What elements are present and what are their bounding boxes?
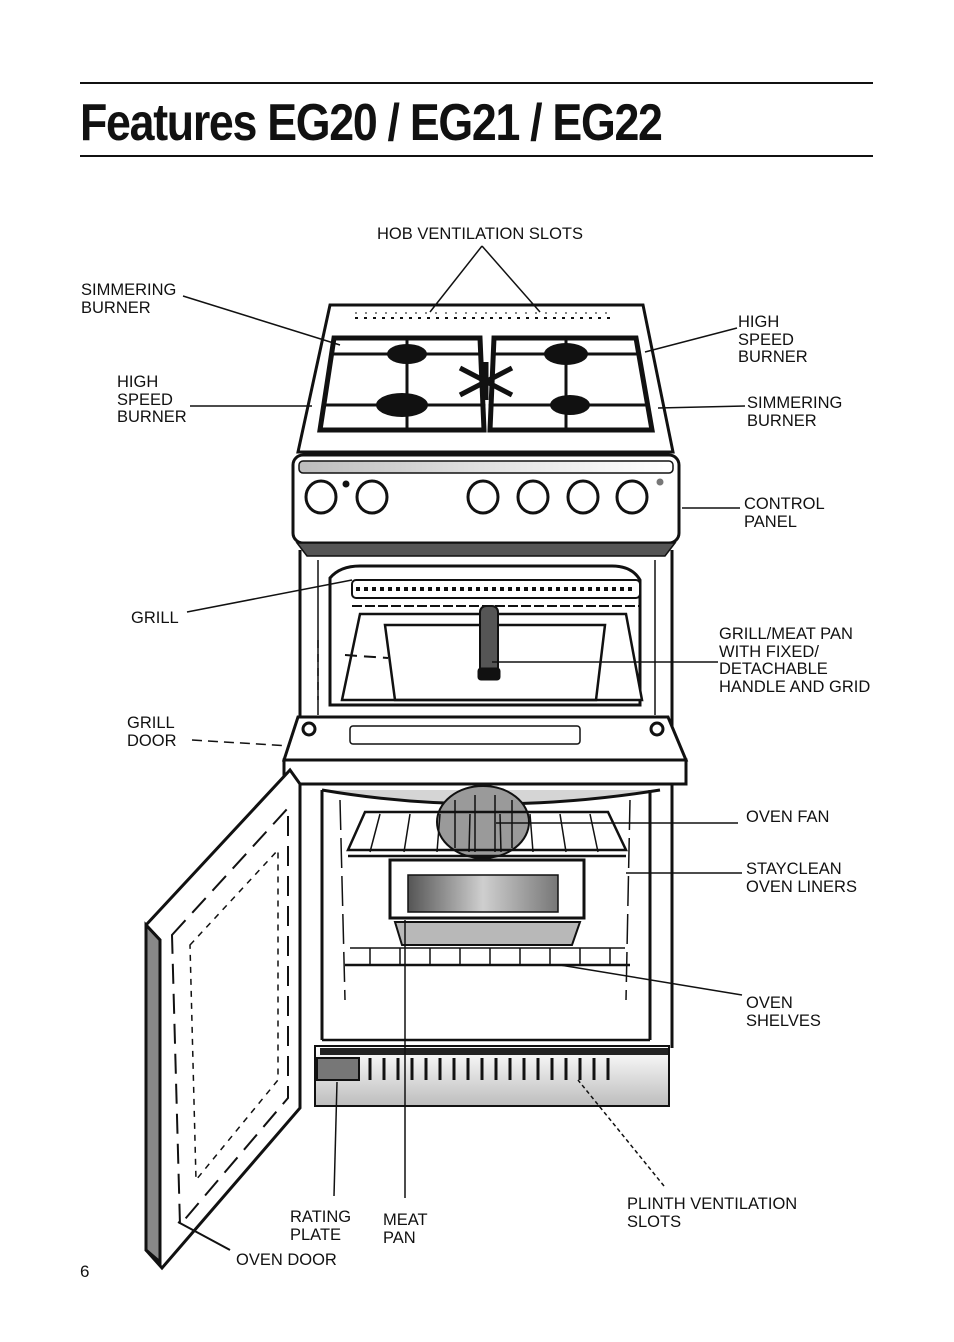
oven-door [144, 767, 302, 1271]
label-grill: GRILL [131, 609, 179, 627]
indicator-light [656, 478, 664, 486]
leader-oven-shelves [559, 964, 743, 996]
label-hob-ventilation-slots: HOB VENTILATION SLOTS [377, 225, 583, 243]
leader-hob-vent-b [481, 245, 541, 313]
leader-grill [186, 579, 353, 613]
label-grill-meat-pan: GRILL/MEAT PAN WITH FIXED/ DETACHABLE HA… [719, 625, 871, 696]
hob-ventilation-slots [355, 312, 615, 319]
control-knob [516, 479, 550, 515]
leader-simmering-left [182, 295, 341, 346]
oven-shelf-upper [346, 810, 628, 858]
label-oven-shelves: OVEN SHELVES [746, 994, 821, 1030]
plinth-ventilation-slots [368, 1058, 610, 1080]
label-plinth-ventilation-slots: PLINTH VENTILATION SLOTS [627, 1195, 798, 1231]
label-high-speed-burner-left: HIGH SPEED BURNER [117, 373, 187, 426]
page-number: 6 [80, 1262, 90, 1281]
control-knob [355, 479, 389, 515]
burners [376, 343, 590, 417]
label-simmering-burner-left: SIMMERING BURNER [81, 281, 177, 317]
grill-element [351, 579, 641, 607]
leader-lines [177, 245, 746, 1251]
oven-fan [436, 785, 530, 859]
leader-simmering-right [657, 405, 746, 409]
leader-grill-door [191, 739, 291, 747]
meat-pan [388, 858, 586, 946]
top-rule [80, 82, 873, 84]
rating-plate [316, 1057, 360, 1081]
label-stayclean-oven-liners: STAYCLEAN OVEN LINERS [746, 860, 857, 896]
high-speed-burner-left [376, 393, 428, 417]
leader-rating-plate [333, 1081, 338, 1197]
grill-pan-handle [479, 605, 499, 677]
leader-high-speed-right [644, 327, 738, 353]
label-control-panel: CONTROL PANEL [744, 495, 825, 531]
oven-shelf-lower [345, 947, 630, 967]
control-panel [291, 453, 681, 557]
simmering-burner-left [387, 344, 427, 364]
control-knob [304, 479, 338, 515]
hob [296, 303, 675, 454]
control-knob [615, 479, 649, 515]
label-high-speed-burner-right: HIGH SPEED BURNER [738, 313, 808, 366]
plinth [314, 1045, 670, 1107]
label-meat-pan: MEAT PAN [383, 1211, 428, 1247]
high-speed-burner-right [544, 343, 588, 365]
control-knob [466, 479, 500, 515]
label-simmering-burner-right: SIMMERING BURNER [747, 394, 843, 430]
simmering-burner-right [550, 395, 590, 415]
hob-centre-star [458, 362, 514, 400]
label-grill-door: GRILL DOOR [127, 714, 177, 750]
indicator-light [342, 480, 350, 488]
leader-oven-door [177, 1221, 231, 1251]
bottom-rule [80, 155, 873, 157]
grill-compartment [317, 564, 644, 707]
label-rating-plate: RATING PLATE [290, 1208, 352, 1244]
control-knob [566, 479, 600, 515]
leader-plinth-vent [577, 1079, 665, 1187]
main-oven [320, 785, 661, 1042]
page-title: Features EG20 / EG21 / EG22 [80, 94, 663, 152]
label-oven-door: OVEN DOOR [236, 1251, 337, 1269]
leader-hob-vent-a [429, 245, 483, 313]
grill-door [281, 715, 689, 786]
label-oven-fan: OVEN FAN [746, 808, 830, 826]
